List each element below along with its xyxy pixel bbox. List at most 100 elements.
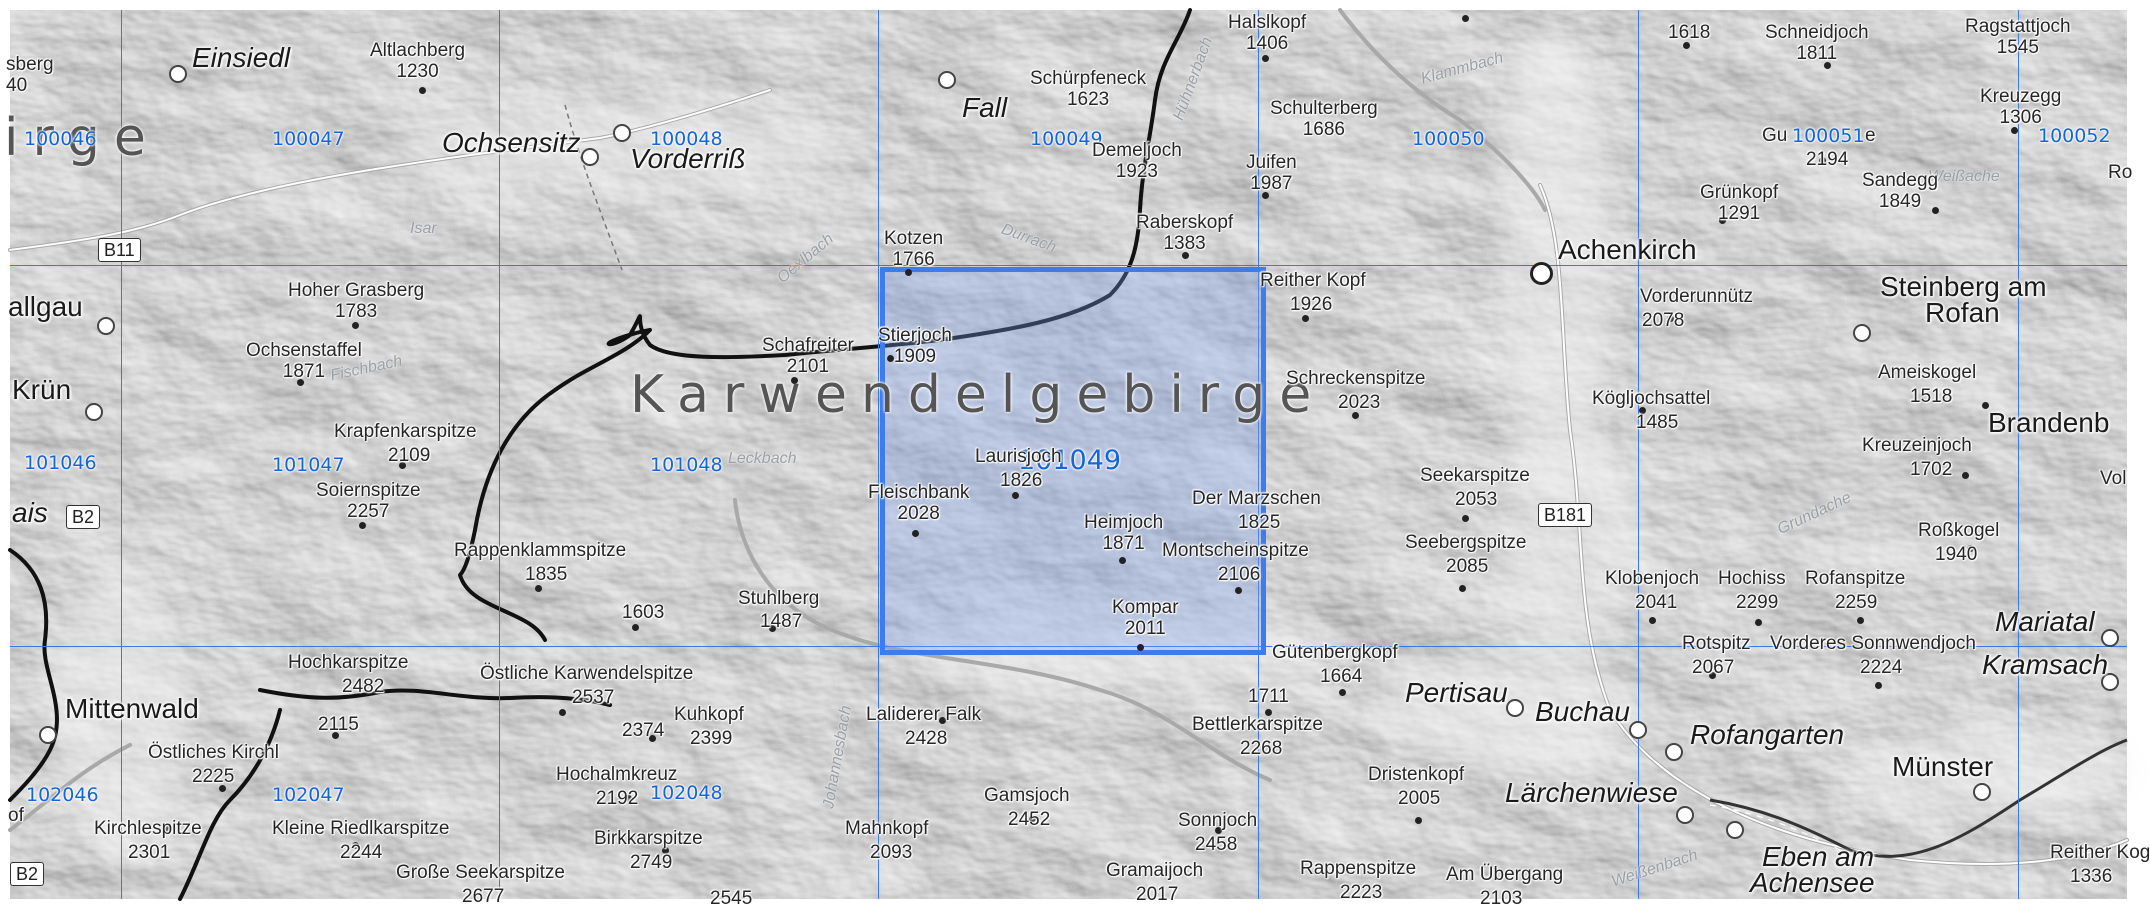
peak-marker <box>1462 515 1469 522</box>
town-marker[interactable] <box>2101 673 2119 691</box>
peak-label: Schreckenspitze <box>1286 368 1426 389</box>
peak-label: 1940 <box>1935 544 1978 565</box>
grid-cell-100047[interactable]: 100047 <box>272 128 345 150</box>
peak-label: 2106 <box>1218 564 1261 585</box>
road-shield-b11: B11 <box>98 238 141 262</box>
town-marker[interactable] <box>97 317 115 335</box>
peak-marker <box>1982 402 1989 409</box>
peak-marker <box>1819 157 1826 164</box>
peak-marker <box>162 825 169 832</box>
selected-grid-cell[interactable] <box>880 267 1266 655</box>
peak-label: 2103 <box>1480 888 1523 909</box>
peak-marker <box>1215 827 1222 834</box>
peak-marker <box>1302 315 1309 322</box>
grid-cell-101048[interactable]: 101048 <box>650 454 723 476</box>
peak-label: 2223 <box>1340 882 1383 903</box>
water-label: Weißache <box>1928 168 2000 185</box>
town-marker[interactable] <box>2101 629 2119 647</box>
grid-cell-100052[interactable]: 100052 <box>2038 125 2111 147</box>
peak-marker <box>632 624 639 631</box>
peak-marker <box>535 585 542 592</box>
peak-marker <box>649 735 656 742</box>
peak-label: Östliches Kirchl <box>148 742 279 763</box>
peak-label: Gütenbergkopf <box>1272 642 1398 663</box>
grid-cell-102047[interactable]: 102047 <box>272 784 345 806</box>
grid-cell-101049[interactable]: 101049 <box>1018 445 1122 476</box>
town-marker[interactable] <box>581 148 599 166</box>
peak-label: Kleine Riedlkarspitze <box>272 818 450 839</box>
peak-marker <box>1235 587 1242 594</box>
peak-label: 1711 <box>1248 686 1289 707</box>
peak-marker <box>791 377 798 384</box>
peak-marker <box>887 355 894 362</box>
peak-marker <box>1265 709 1272 716</box>
town-marker[interactable] <box>1665 743 1683 761</box>
town-marker[interactable] <box>613 124 631 142</box>
town-marker[interactable] <box>1506 699 1524 717</box>
town-label: Ochsensitz <box>442 127 581 158</box>
peak-label: Reither Kog <box>2050 842 2150 863</box>
peak-marker <box>1667 315 1674 322</box>
town-label: Fall <box>962 92 1008 123</box>
town-marker[interactable] <box>1676 806 1694 824</box>
peak-label: Kuhkopf <box>674 704 744 725</box>
peak-label: 1826 <box>1000 470 1043 491</box>
peak-label: 2545 <box>710 888 753 909</box>
peak-label: 2452 <box>1008 809 1051 830</box>
town-label: Achenkirch <box>1558 234 1697 265</box>
grid-line-horizontal <box>10 265 2127 266</box>
road-shield-b2: B2 <box>10 862 45 886</box>
town-marker[interactable] <box>1530 262 1553 285</box>
town-label: Achensee <box>1750 867 1875 898</box>
peak-marker <box>559 709 566 716</box>
peak-marker <box>905 269 912 276</box>
grid-cell-100050[interactable]: 100050 <box>1412 128 1485 150</box>
peak-label: Der Marzschen <box>1192 488 1321 509</box>
peak-label: 1618 <box>1668 22 1711 43</box>
map-viewport[interactable]: Karwendelgebirge irge 100046 100047 1000… <box>4 8 2150 909</box>
grid-cell-101046[interactable]: 101046 <box>24 452 97 474</box>
grid-cell-100046[interactable]: 100046 <box>24 128 97 150</box>
grid-cell-100051[interactable]: 100051 <box>1792 125 1865 147</box>
town-marker[interactable] <box>39 726 57 744</box>
peak-label: 1603 <box>622 602 665 623</box>
town-marker[interactable] <box>169 65 187 83</box>
peak-label: 2259 <box>1835 592 1878 613</box>
town-label: Lärchenwiese <box>1505 777 1678 808</box>
peak-marker <box>2011 127 2018 134</box>
peak-marker <box>939 717 946 724</box>
grid-cell-102048[interactable]: 102048 <box>650 782 723 804</box>
town-marker[interactable] <box>1629 721 1647 739</box>
region-label: Karwendelgebirge <box>630 365 1326 425</box>
peak-label: 2428 <box>905 728 948 749</box>
town-marker[interactable] <box>1973 783 1991 801</box>
town-marker[interactable] <box>1853 324 1871 342</box>
grid-cell-101047[interactable]: 101047 <box>272 454 345 476</box>
road-shield-b2: B2 <box>66 505 101 529</box>
peak-marker <box>1755 619 1762 626</box>
grid-cell-100048[interactable]: 100048 <box>650 128 723 150</box>
town-label: Vorderriß <box>630 143 746 174</box>
town-marker[interactable] <box>1726 821 1744 839</box>
peak-marker <box>1857 617 1864 624</box>
peak-label: 1835 <box>525 564 568 585</box>
peak-marker <box>1415 817 1422 824</box>
peak-marker <box>1709 672 1716 679</box>
grid-cell-100049[interactable]: 100049 <box>1030 128 1103 150</box>
water-label: Leckbach <box>728 450 797 467</box>
town-marker[interactable] <box>938 71 956 89</box>
town-marker[interactable] <box>85 403 103 421</box>
grid-cell-102046[interactable]: 102046 <box>26 784 99 806</box>
peak-label: Östliche Karwendelspitze <box>480 663 694 684</box>
peak-label: Seekarspitze <box>1420 465 1530 486</box>
peak-label: 2041 <box>1635 592 1678 613</box>
peak-label: Krapfenkarspitze <box>334 421 477 442</box>
peak-label: Gu <box>1762 125 1788 146</box>
